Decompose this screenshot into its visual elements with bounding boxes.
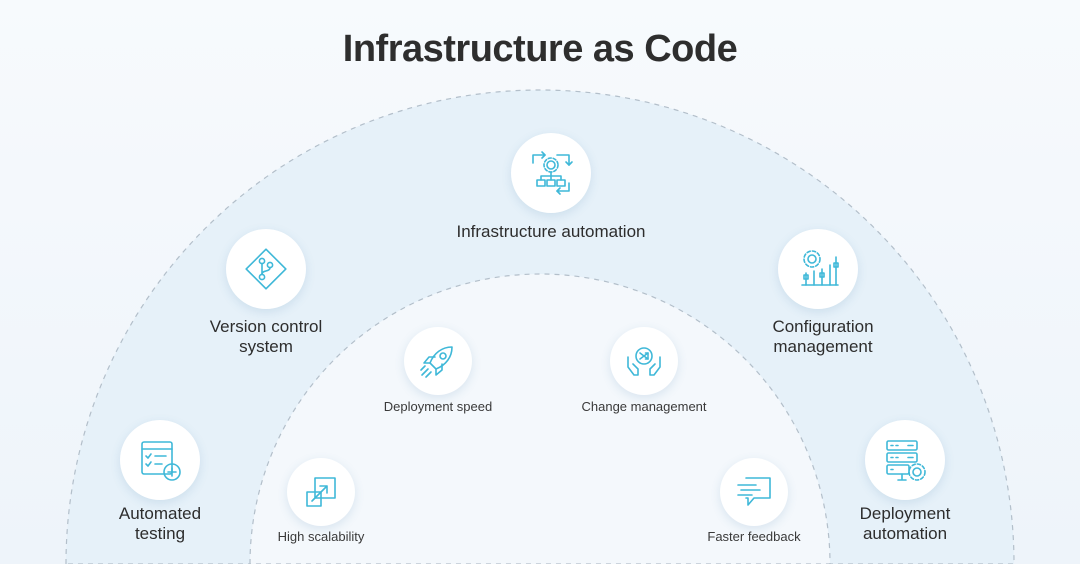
gear-flowchart-icon [532,151,573,195]
faster-feedback-label: Faster feedback [707,529,801,544]
change-management-label: Change management [581,399,707,414]
automated-testing-circle [120,420,200,500]
high-scalability-label: High scalability [277,529,365,544]
change-management-circle [610,327,678,395]
faster-feedback-circle [720,458,788,526]
infrastructure-automation-circle [511,133,591,213]
deployment-automation-circle [865,420,945,500]
deployment-automation-label: Deployment automation [859,504,951,543]
high-scalability-circle [287,458,355,526]
version-control-circle [226,229,306,309]
scale-up-icon [306,477,336,507]
inner-ring [249,273,831,564]
page-title: Infrastructure as Code [342,28,738,70]
deployment-speed-label: Deployment speed [383,399,493,414]
speech-bubble-icon [737,477,771,506]
server-gear-icon [886,440,926,481]
hands-shuffle-icon [627,347,661,376]
configuration-label: Configuration management [772,317,874,356]
deployment-speed-circle [404,327,472,395]
gear-sliders-icon [801,250,839,286]
version-control-label: Version control system [209,317,323,356]
infrastructure-automation-label: Infrastructure automation [456,222,646,241]
automated-testing-label: Automated testing [118,504,202,543]
configuration-circle [778,229,858,309]
rocket-icon [420,346,453,378]
checklist-plus-icon [141,441,181,481]
git-branch-icon [245,248,287,290]
